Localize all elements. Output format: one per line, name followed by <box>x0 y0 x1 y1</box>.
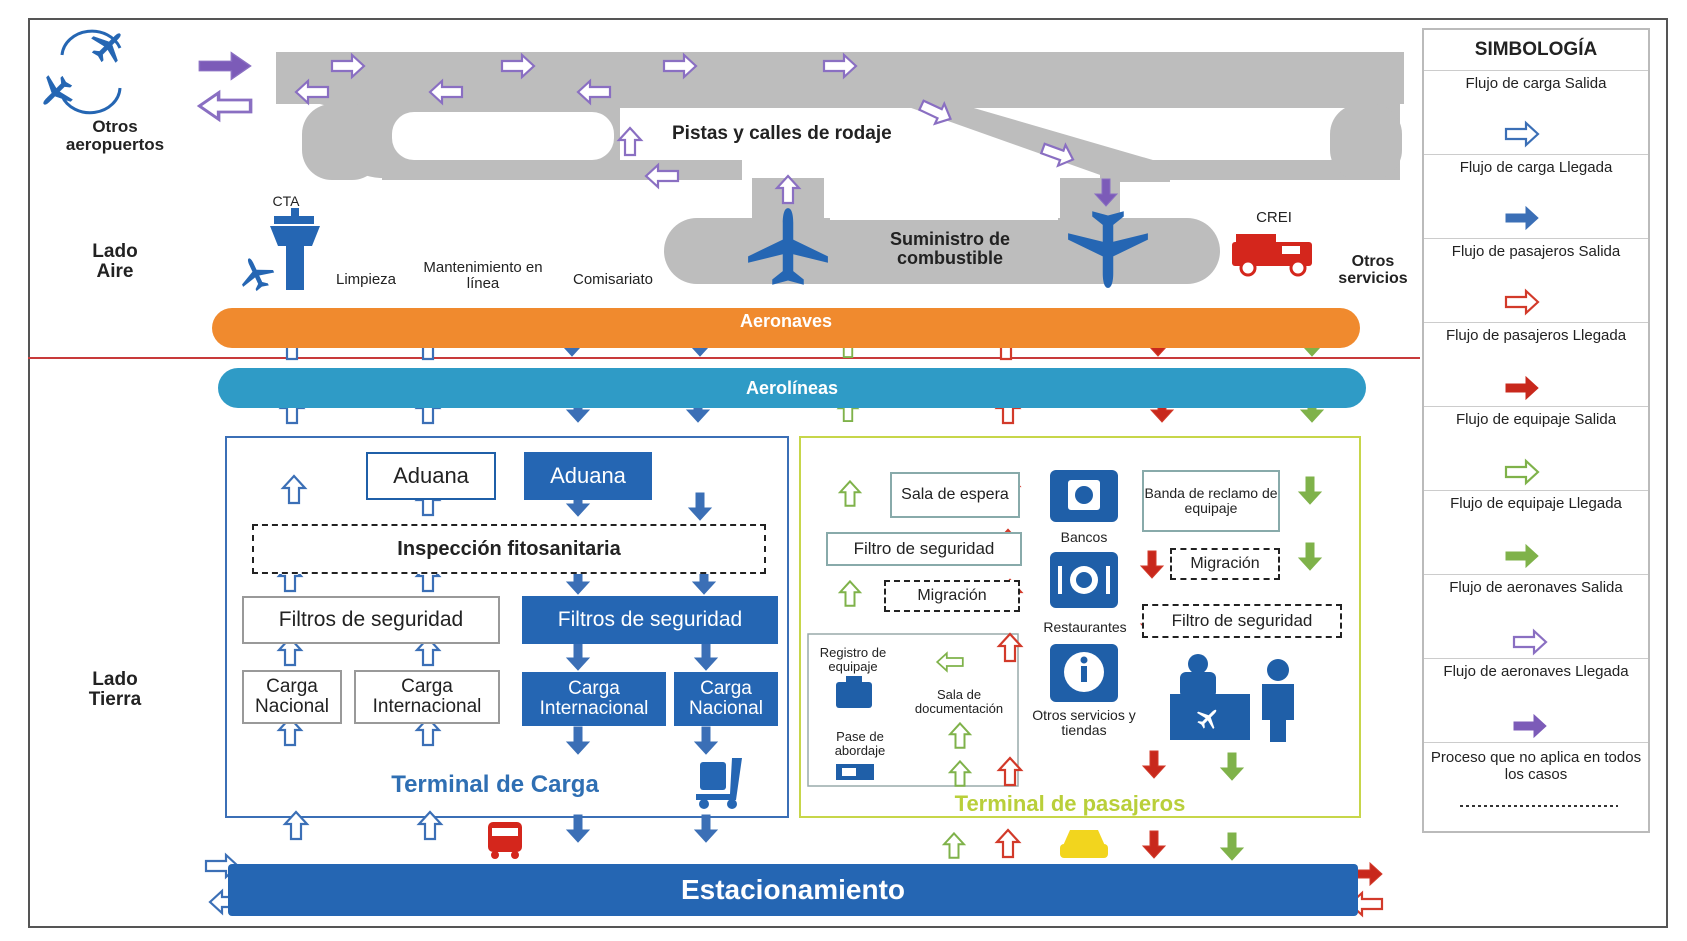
runway-system <box>276 52 1404 284</box>
cleaning-label: Limpieza <box>335 271 397 288</box>
legend-label: Flujo de pasajeros Salida <box>1451 243 1621 260</box>
phytosanitary-box: Inspección fitosanitaria <box>252 524 766 574</box>
bank-icon <box>1050 470 1118 522</box>
boarding-pass-icon <box>836 764 874 780</box>
fuel-label: Suministro de combustible <box>889 229 1010 268</box>
banks-label: Bancos <box>1060 529 1108 545</box>
national-cargo-arrival-box: Carga Nacional <box>674 672 778 726</box>
legend-item-aircraft-in: Flujo de aeronaves Llegada <box>1424 658 1648 747</box>
cargo-terminal-title: Terminal de Carga <box>391 771 599 798</box>
baggage-icon <box>836 676 872 708</box>
legend-label: Flujo de carga Llegada <box>1459 159 1613 176</box>
customs-departure-box: Aduana <box>366 452 496 500</box>
land-side-label: Lado Tierra <box>88 669 142 710</box>
checkin-area-label: Sala de documentación <box>914 687 1004 716</box>
legend-item-baggage-out: Flujo de equipaje Salida <box>1424 406 1648 495</box>
diagram-frame <box>28 18 1668 928</box>
legend-item-cargo-out: Flujo de carga Salida <box>1424 70 1648 159</box>
legend-item-not-applicable: Proceso que no aplica en todos los casos <box>1424 742 1648 839</box>
security-arrival-pax-box: Filtro de seguridad <box>1142 604 1342 638</box>
taxiway-diagonal <box>900 104 1170 182</box>
legend-title: SIMBOLOGÍA <box>1474 39 1598 60</box>
other-services-label: Otros servicios <box>1338 253 1408 287</box>
control-tower-icon <box>233 208 320 296</box>
aircraft-band: Aeronaves <box>212 308 1360 348</box>
legend-label: Flujo de aeronaves Llegada <box>1443 663 1629 680</box>
security-departure-pax-box: Filtro de seguridad <box>826 532 1022 566</box>
departure-arrow-icon <box>197 91 253 121</box>
maintenance-label: Mantenimiento en línea <box>423 259 543 292</box>
legend-panel: SIMBOLOGÍA Flujo de carga Salida Flujo d… <box>1422 28 1650 833</box>
legend-item-baggage-in: Flujo de equipaje Llegada <box>1424 490 1648 579</box>
airport-swap-icon <box>31 21 133 117</box>
other-airports-label: Otros aeropuertos <box>65 117 165 154</box>
baggage-claim-box: Banda de reclamo de equipaje <box>1142 470 1280 532</box>
cargo-terminal-outline <box>225 436 789 818</box>
checkin-counter-icon <box>1170 654 1294 742</box>
security-arrival-box: Filtros de seguridad <box>522 596 778 644</box>
taxiway-left-curve <box>302 104 382 180</box>
legend-label: Flujo de equipaje Llegada <box>1450 495 1622 512</box>
other-shops-label: Otros servicios y tiendas <box>1032 707 1136 738</box>
cta-label: CTA <box>272 193 300 209</box>
legend-item-aircraft-out: Flujo de aeronaves Salida <box>1424 574 1648 663</box>
legend-label: Proceso que no aplica en todos los casos <box>1430 749 1642 784</box>
parking-band: Estacionamiento <box>228 864 1358 916</box>
passenger-terminal-title: Terminal de pasajeros <box>954 791 1186 816</box>
legend-arrows <box>1460 121 1618 807</box>
migration-departure-box: Migración <box>884 580 1020 612</box>
legend-label: Flujo de aeronaves Salida <box>1449 579 1623 596</box>
national-cargo-departure-box: Carga Nacional <box>242 670 342 724</box>
crei-label: CREI <box>1256 209 1292 226</box>
customs-arrival-box: Aduana <box>524 452 652 500</box>
international-cargo-departure-box: Carga Internacional <box>354 670 500 724</box>
air-side-label: Lado Aire <box>92 241 138 282</box>
legend-label: Flujo de pasajeros Llegada <box>1445 327 1627 344</box>
commissary-label: Comisariato <box>572 271 654 288</box>
waiting-room-box: Sala de espera <box>890 472 1020 518</box>
cargo-trolley-icon <box>696 758 742 809</box>
fuel-apron <box>664 218 1220 284</box>
legend-label: Flujo de equipaje Salida <box>1455 411 1617 428</box>
boarding-pass-label: Pase de abordaje <box>834 729 886 758</box>
checkin-area-outline <box>807 633 1019 787</box>
restaurants-label: Restaurantes <box>1043 619 1127 635</box>
airlines-band: Aerolíneas <box>218 368 1366 408</box>
international-cargo-arrival-box: Carga Internacional <box>522 672 666 726</box>
legend-item-cargo-in: Flujo de carga Llegada <box>1424 154 1648 243</box>
arrival-arrow-icon <box>198 51 252 80</box>
restaurant-icon <box>1050 552 1118 608</box>
legend-label: Flujo de carga Salida <box>1465 75 1607 92</box>
passenger-terminal-outline <box>799 436 1361 818</box>
info-icon <box>1050 644 1118 702</box>
legend-item-pax-in: Flujo de pasajeros Llegada <box>1424 322 1648 411</box>
bus-icon <box>488 822 522 859</box>
security-departure-box: Filtros de seguridad <box>242 596 500 644</box>
car-icon <box>1060 830 1108 858</box>
migration-arrival-box: Migración <box>1170 548 1280 580</box>
fire-truck-icon <box>1232 234 1312 277</box>
runways-label: Pistas y calles de rodaje <box>672 123 892 144</box>
baggage-registration-label: Registro de equipaje <box>819 645 887 674</box>
legend-item-pax-out: Flujo de pasajeros Salida <box>1424 238 1648 327</box>
